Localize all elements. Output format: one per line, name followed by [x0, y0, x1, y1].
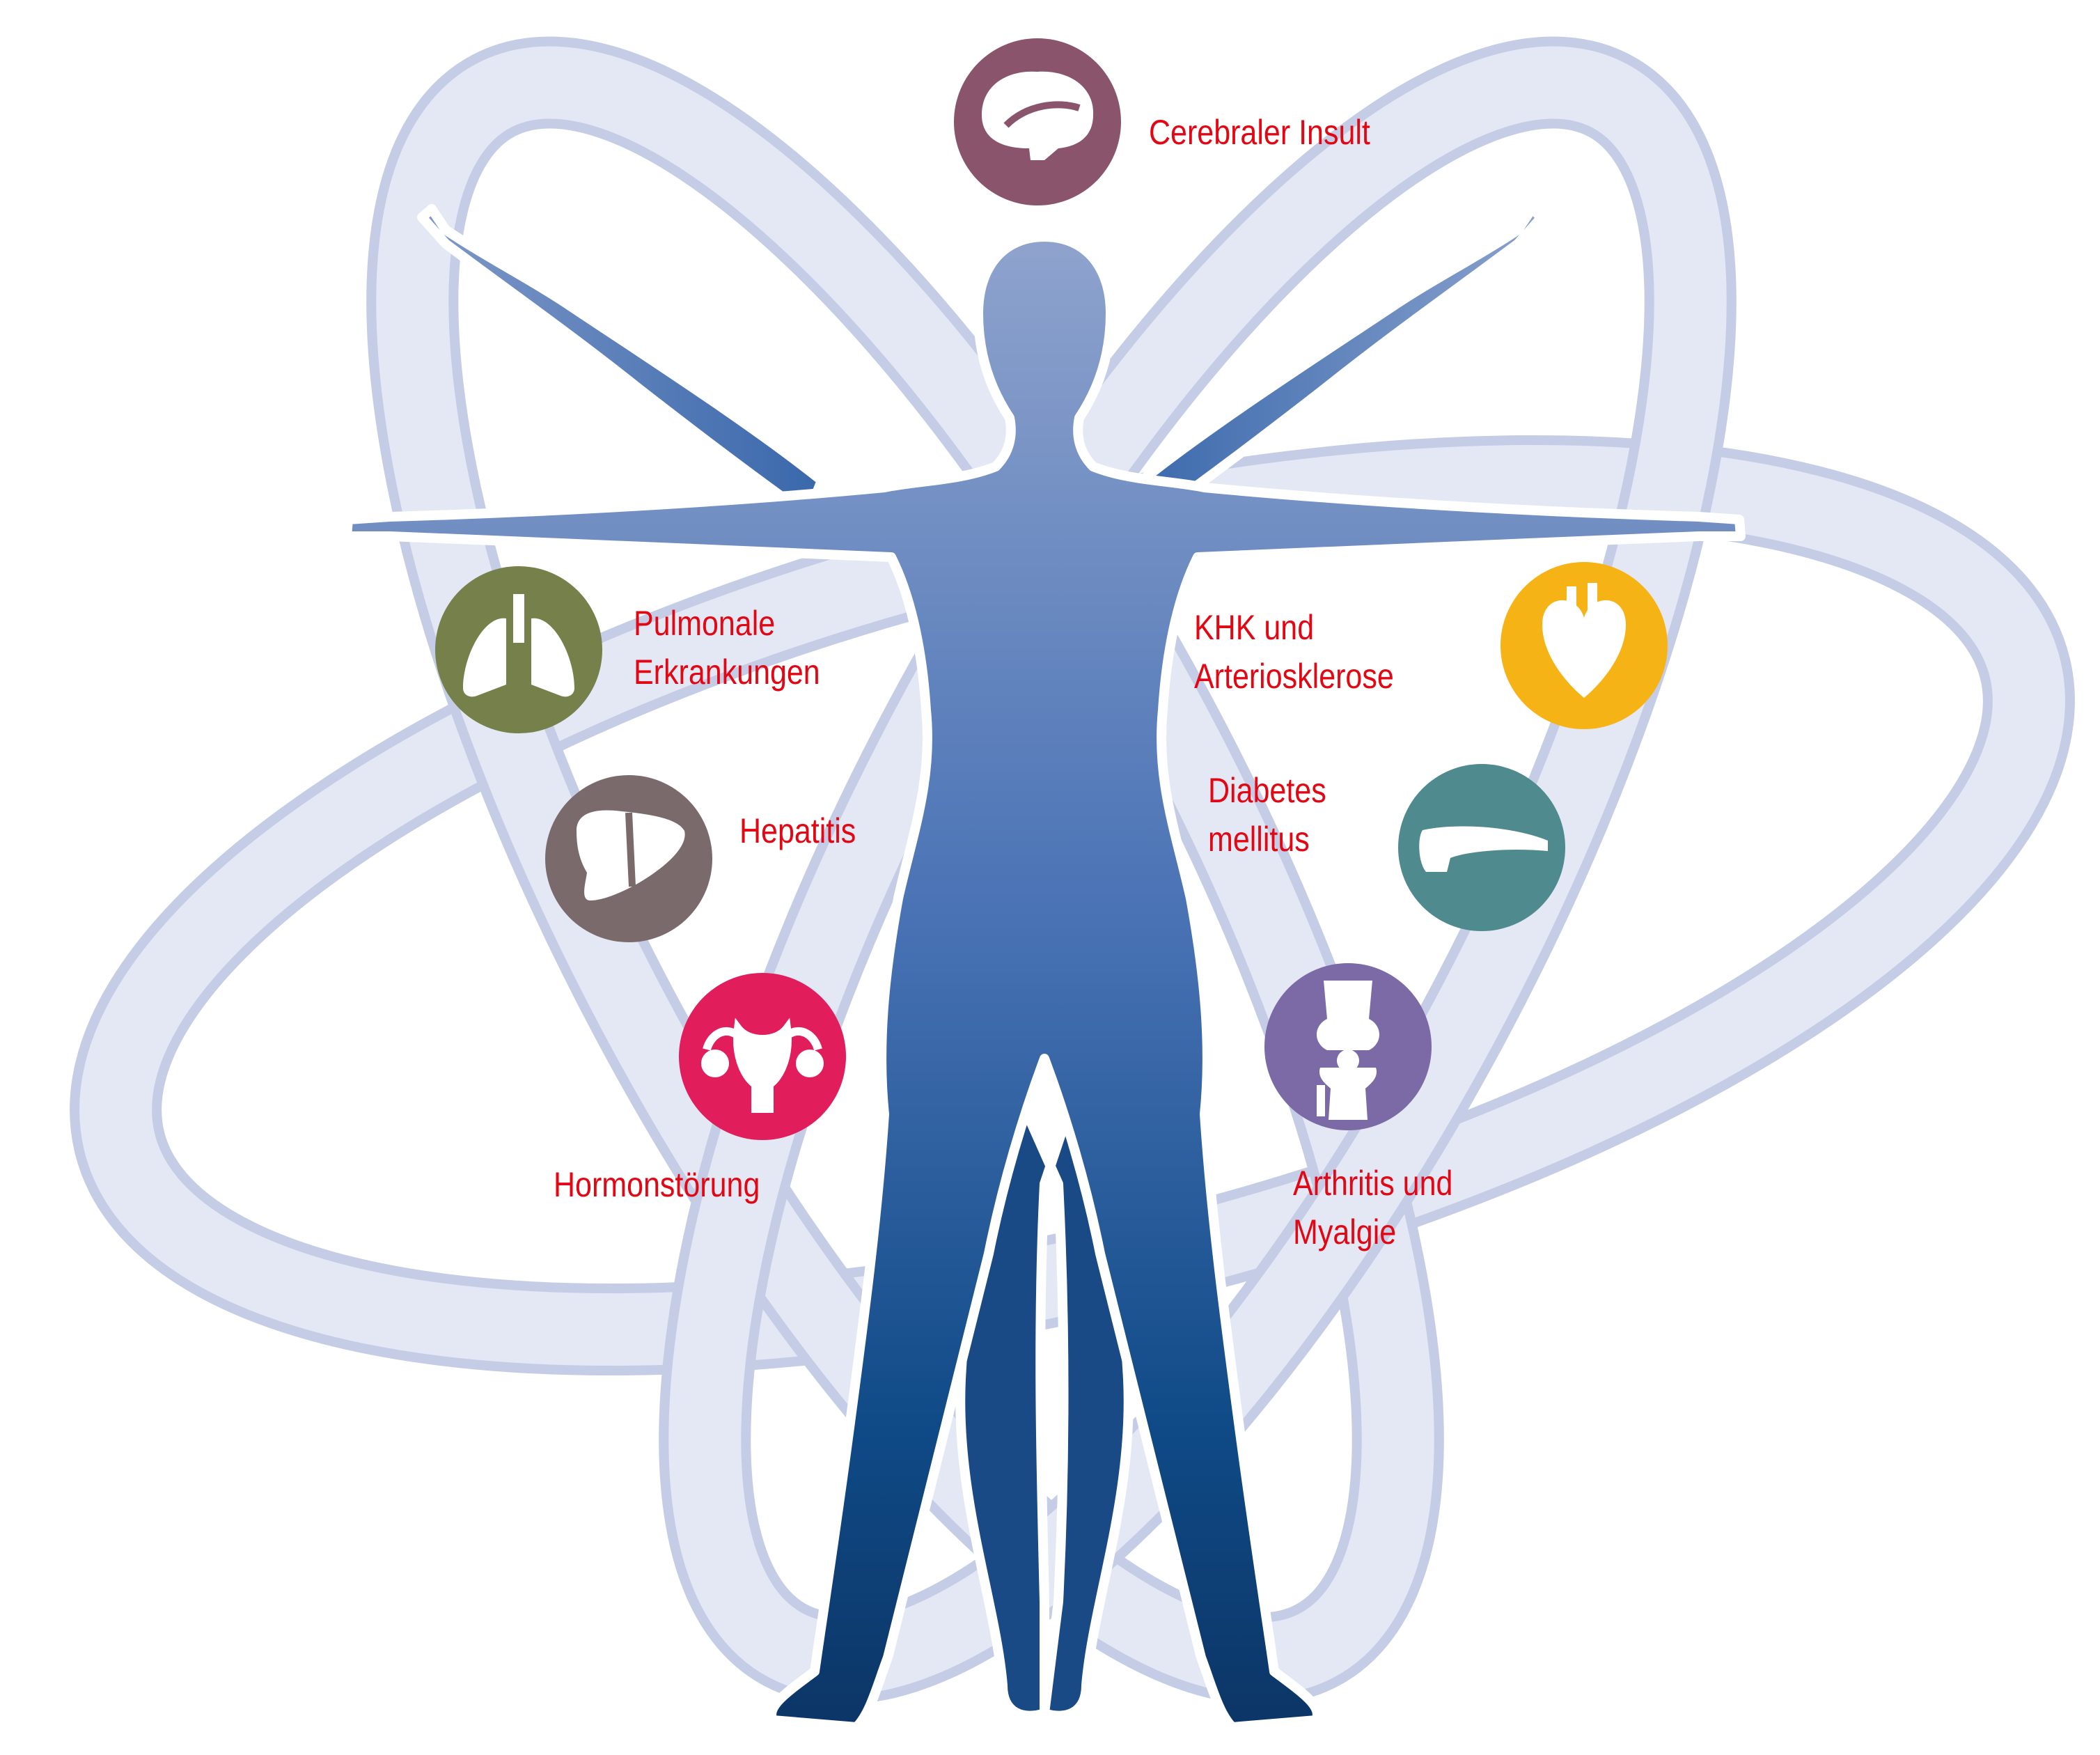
pulmonary-badge-circle [435, 566, 602, 733]
label-diabetes: Diabetes mellitus [1208, 766, 1326, 864]
arthritis-icon-badge [1264, 963, 1432, 1130]
label-pulmonary-line-1: Pulmonale [634, 604, 776, 643]
label-hormone: Hormonstörung [554, 1160, 760, 1209]
label-arthritis-line-1: Arthritis und [1293, 1164, 1453, 1203]
pancreas-icon [1419, 826, 1548, 872]
raised-arms [417, 204, 1546, 520]
label-arthritis: Arthritis und Myalgie [1293, 1159, 1452, 1256]
lungs-icon [463, 594, 574, 697]
label-hepatitis-line-1: Hepatitis [739, 811, 856, 850]
label-chd-line-2: Arteriosklerose [1194, 657, 1394, 696]
hepatitis-icon-badge [545, 775, 712, 942]
orbit-left [366, 36, 1444, 1705]
pulmonary-icon-badge [435, 566, 602, 733]
diabetes-icon-badge [1398, 764, 1565, 931]
label-pulmonary-line-2: Erkrankungen [634, 653, 820, 692]
label-stroke: Cerebraler Insult [1149, 108, 1370, 157]
hormone-icon-badge [679, 973, 846, 1140]
brain-icon [982, 71, 1094, 160]
liver-icon [577, 810, 685, 900]
label-arthritis-line-2: Myalgie [1293, 1212, 1397, 1251]
label-diabetes-line-2: mellitus [1208, 820, 1310, 859]
main-figure [342, 232, 1746, 1732]
knee-joint-icon [1317, 981, 1379, 1120]
label-pulmonary: Pulmonale Erkrankungen [634, 599, 820, 696]
label-hepatitis: Hepatitis [739, 806, 856, 855]
condition-icons [435, 38, 1668, 1140]
uterus-icon [701, 1017, 824, 1113]
heart-icon [1542, 583, 1626, 698]
human-silhouette [342, 204, 1746, 1732]
label-diabetes-line-1: Diabetes [1208, 771, 1326, 810]
chd-icon-badge [1500, 562, 1668, 729]
label-stroke-line-1: Cerebraler Insult [1149, 113, 1370, 152]
label-chd-line-1: KHK und [1194, 608, 1315, 647]
label-chd: KHK und Arteriosklerose [1194, 603, 1394, 701]
label-hormone-line-1: Hormonstörung [554, 1165, 760, 1204]
stroke-icon-badge [954, 38, 1121, 205]
